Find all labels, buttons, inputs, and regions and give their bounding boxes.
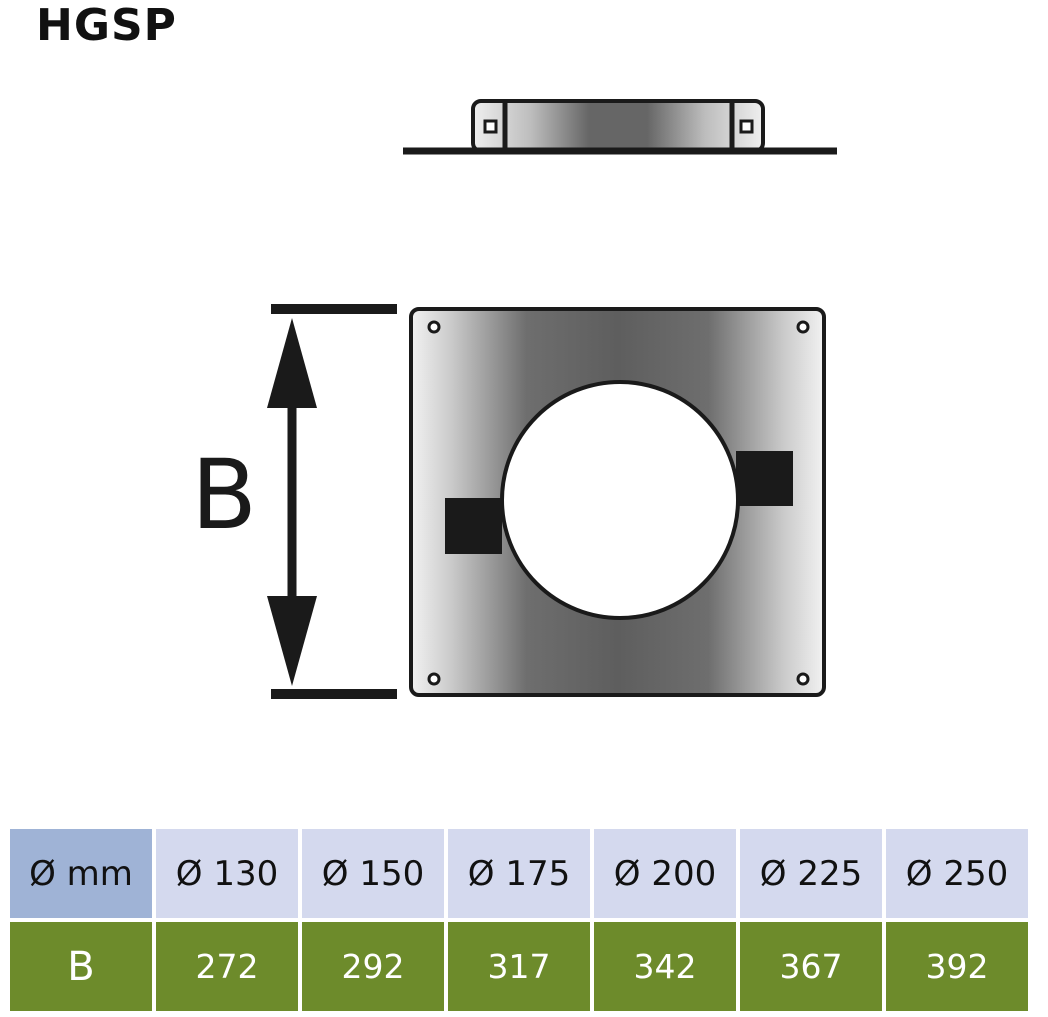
side-view-collar bbox=[471, 99, 765, 153]
header-unit-cell: Ø mm bbox=[10, 829, 152, 918]
front-view bbox=[409, 307, 826, 697]
row-value-cell: 342 bbox=[594, 922, 736, 1011]
flue-opening bbox=[500, 380, 740, 620]
technical-drawing: B bbox=[191, 99, 837, 699]
header-diameter-cell: Ø 175 bbox=[448, 829, 590, 918]
row-value-cell: 272 bbox=[156, 922, 298, 1011]
header-diameter-cell: Ø 130 bbox=[156, 829, 298, 918]
clip-right bbox=[736, 451, 793, 506]
dimension-marker: B bbox=[191, 304, 397, 699]
side-view-clip-left bbox=[483, 119, 498, 134]
header-diameter-cell: Ø 250 bbox=[886, 829, 1028, 918]
header-diameter-cell: Ø 225 bbox=[740, 829, 882, 918]
header-diameter-cell: Ø 150 bbox=[302, 829, 444, 918]
side-view-clip-right bbox=[739, 119, 754, 134]
row-value-cell: 367 bbox=[740, 922, 882, 1011]
screw-hole-top-right bbox=[796, 320, 810, 334]
row-label-cell: B bbox=[10, 922, 152, 1011]
clip-left bbox=[445, 498, 502, 554]
screw-hole-top-left bbox=[427, 320, 441, 334]
dimension-label: B bbox=[191, 439, 257, 551]
row-value-cell: 392 bbox=[886, 922, 1028, 1011]
screw-hole-bottom-right bbox=[796, 672, 810, 686]
header-diameter-cell: Ø 200 bbox=[594, 829, 736, 918]
screw-hole-bottom-left bbox=[427, 672, 441, 686]
dimension-arrow-down bbox=[267, 596, 317, 686]
row-value-cell: 292 bbox=[302, 922, 444, 1011]
row-value-cell: 317 bbox=[448, 922, 590, 1011]
product-title: HGSP bbox=[36, 0, 177, 51]
side-view bbox=[403, 99, 837, 155]
dimension-arrow-up bbox=[267, 318, 317, 408]
